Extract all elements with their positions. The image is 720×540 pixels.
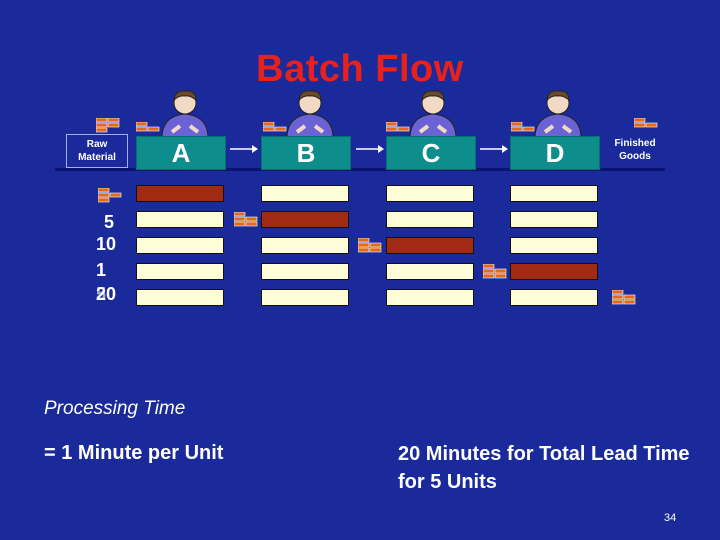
cell-c-4 bbox=[386, 263, 474, 280]
time-label-5: 5 bbox=[104, 212, 115, 232]
raw-material-line1: Raw bbox=[86, 139, 108, 150]
brick-stack-icon bbox=[263, 122, 287, 132]
cell-b-4 bbox=[261, 263, 349, 280]
rate-label: = 1 Minute per Unit bbox=[44, 442, 224, 464]
workbench-shelf bbox=[55, 168, 665, 171]
brick-stack-icon bbox=[98, 188, 122, 203]
station-d: D bbox=[510, 136, 600, 170]
cell-d-3 bbox=[510, 237, 598, 254]
worker-icon bbox=[161, 90, 209, 138]
finished-goods-box: Finished Goods bbox=[604, 134, 666, 168]
time-label-10: 10 bbox=[96, 234, 117, 254]
brick-stack-icon bbox=[634, 118, 658, 128]
cell-b-1 bbox=[261, 185, 349, 202]
brick-stack-icon bbox=[96, 118, 120, 133]
worker-icon bbox=[286, 90, 334, 138]
cell-d-5 bbox=[510, 289, 598, 306]
raw-material-line2: Material bbox=[78, 152, 116, 163]
station-b: B bbox=[261, 136, 351, 170]
cell-a-5 bbox=[136, 289, 224, 306]
page-number: 34 bbox=[664, 512, 677, 524]
worker-icon bbox=[534, 90, 582, 138]
time-label-overlap: 5 bbox=[96, 284, 107, 304]
cell-d-2 bbox=[510, 211, 598, 228]
cell-c-5 bbox=[386, 289, 474, 306]
time-label-1: 1 bbox=[96, 260, 107, 280]
arrow-right-icon bbox=[480, 145, 508, 153]
slide-title: Batch Flow bbox=[256, 48, 464, 90]
brick-stack-icon bbox=[386, 122, 410, 132]
finished-goods-line2: Goods bbox=[619, 151, 651, 162]
arrow-right-icon bbox=[356, 145, 384, 153]
brick-stack-icon bbox=[483, 264, 507, 279]
cell-a-2 bbox=[136, 211, 224, 228]
cell-a-3 bbox=[136, 237, 224, 254]
cell-c-3 bbox=[386, 237, 474, 254]
cell-b-3 bbox=[261, 237, 349, 254]
cell-a-1 bbox=[136, 185, 224, 202]
finished-goods-line1: Finished bbox=[614, 138, 656, 149]
time-label-20: 20 bbox=[96, 284, 117, 304]
cell-d-4 bbox=[510, 263, 598, 280]
processing-time-label: Processing Time bbox=[44, 398, 186, 419]
cell-b-2 bbox=[261, 211, 349, 228]
cell-a-4 bbox=[136, 263, 224, 280]
station-a: A bbox=[136, 136, 226, 170]
arrow-right-icon bbox=[230, 145, 258, 153]
brick-stack-icon bbox=[358, 238, 382, 253]
worker-icon bbox=[409, 90, 457, 138]
cell-c-2 bbox=[386, 211, 474, 228]
lead-time-label: 20 Minutes for Total Lead Time for 5 Uni… bbox=[398, 443, 690, 493]
cell-d-1 bbox=[510, 185, 598, 202]
brick-stack-icon bbox=[612, 290, 636, 305]
brick-stack-icon bbox=[136, 122, 160, 132]
brick-stack-icon bbox=[511, 122, 535, 132]
raw-material-box: Raw Material bbox=[66, 134, 128, 168]
station-c: C bbox=[386, 136, 476, 170]
cell-b-5 bbox=[261, 289, 349, 306]
cell-c-1 bbox=[386, 185, 474, 202]
brick-stack-icon bbox=[234, 212, 258, 227]
